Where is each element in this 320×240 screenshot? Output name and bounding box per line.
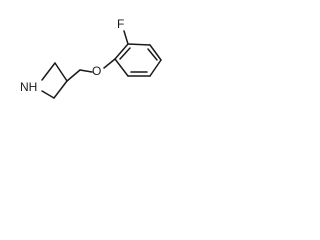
nitrogen-label: NH xyxy=(20,80,37,94)
bond-ring-6-1 xyxy=(114,58,129,77)
bond-ring-2-3 xyxy=(127,43,151,46)
azetidine-ring xyxy=(41,62,68,99)
double-bond-inner-b xyxy=(147,48,158,61)
bond-ring-3-4 xyxy=(149,44,162,61)
bond-ring-4-5 xyxy=(149,59,162,77)
benzene-ring xyxy=(114,43,162,77)
bond-c3-ch2 xyxy=(66,69,81,82)
bond-ring-1-2 xyxy=(114,43,129,60)
bond-ch2-o xyxy=(79,69,93,73)
bond-n-c2 xyxy=(41,62,56,81)
bond-c-f xyxy=(123,30,129,45)
chemical-structure: F O NH xyxy=(20,17,162,99)
bond-c4-n xyxy=(41,90,55,99)
double-bond-inner-a xyxy=(119,47,131,60)
fluorine-label: F xyxy=(117,17,124,31)
bond-c2-c3 xyxy=(54,62,68,82)
bond-o-aryl xyxy=(103,58,116,69)
oxygen-label: O xyxy=(92,64,101,78)
bond-c3-c4 xyxy=(53,80,68,99)
